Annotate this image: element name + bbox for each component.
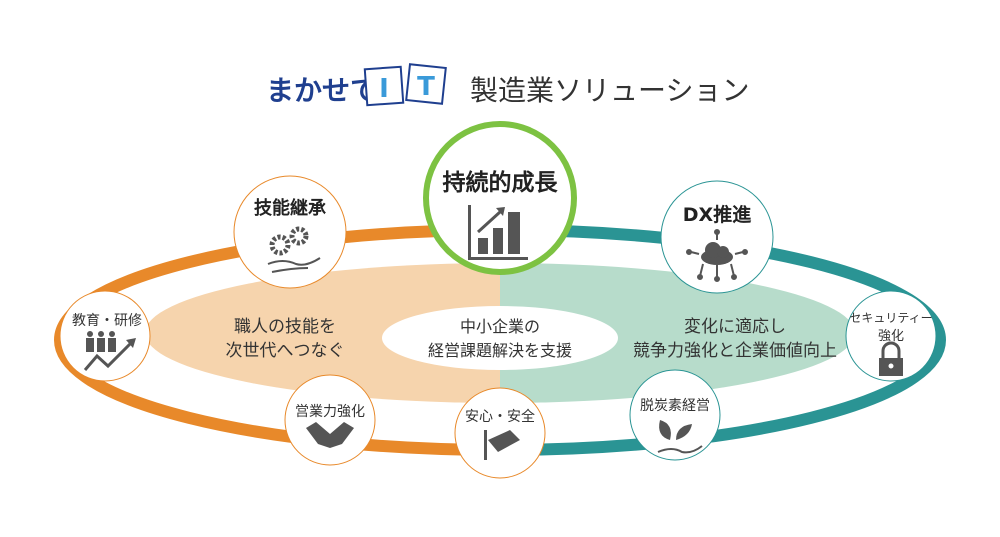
people-growth-icon [83, 331, 136, 371]
title-logo: まかせて I T 製造業ソリューション [266, 63, 749, 107]
node-label: DX推進 [683, 203, 751, 226]
node-skill-transfer: 技能継承 [233, 175, 347, 289]
connector-right [574, 233, 663, 243]
node-dx: DX推進 [660, 180, 774, 294]
connector-left [344, 231, 431, 241]
node-safety: 安心・安全 [454, 387, 546, 479]
node-label: 技能継承 [254, 197, 327, 219]
padlock-icon [879, 341, 903, 376]
core-ellipse [382, 306, 618, 370]
bar-chart-growth-icon [468, 205, 528, 260]
left-area-line2: 次世代へつなぐ [226, 341, 345, 361]
core-line2: 経営課題解決を支援 [428, 341, 572, 360]
node-education: 教育・研修 [59, 290, 151, 382]
security-camera-icon [484, 430, 520, 460]
node-sales: 営業力強化 [284, 374, 376, 466]
right-area-line1: 変化に適応し [684, 317, 786, 337]
brand-tile-i: I [363, 65, 405, 107]
title-subtitle: 製造業ソリューション [470, 74, 749, 107]
node-label: 教育・研修 [72, 313, 142, 329]
handshake-icon [306, 422, 354, 448]
outer-ring-right [500, 224, 946, 456]
brand-prefix: まかせて [266, 74, 378, 107]
node-label: 脱炭素経営 [640, 398, 710, 414]
right-area-line2: 競争力強化と企業価値向上 [633, 341, 837, 361]
core-line1: 中小企業の [460, 317, 540, 336]
left-area [145, 263, 500, 403]
node-label: 営業力強化 [295, 404, 365, 420]
node-label: 安心・安全 [465, 408, 535, 425]
node-label: セキュリティー [849, 311, 932, 325]
right-area [500, 263, 855, 403]
svg-text:I: I [379, 74, 389, 104]
node-label: 強化 [878, 329, 904, 344]
gears-hand-icon [267, 226, 321, 273]
node-security: セキュリティー 強化 [845, 290, 937, 382]
cloud-network-icon [686, 229, 748, 282]
center-label: 持続的成長 [443, 169, 559, 196]
node-decarbonization: 脱炭素経営 [629, 369, 721, 461]
node-sustainable-growth: 持続的成長 [423, 121, 577, 275]
left-area-line1: 職人の技能を [234, 317, 336, 337]
brand-tile-t: T [405, 63, 447, 105]
svg-text:T: T [417, 72, 435, 102]
leaf-hand-icon [657, 420, 703, 454]
